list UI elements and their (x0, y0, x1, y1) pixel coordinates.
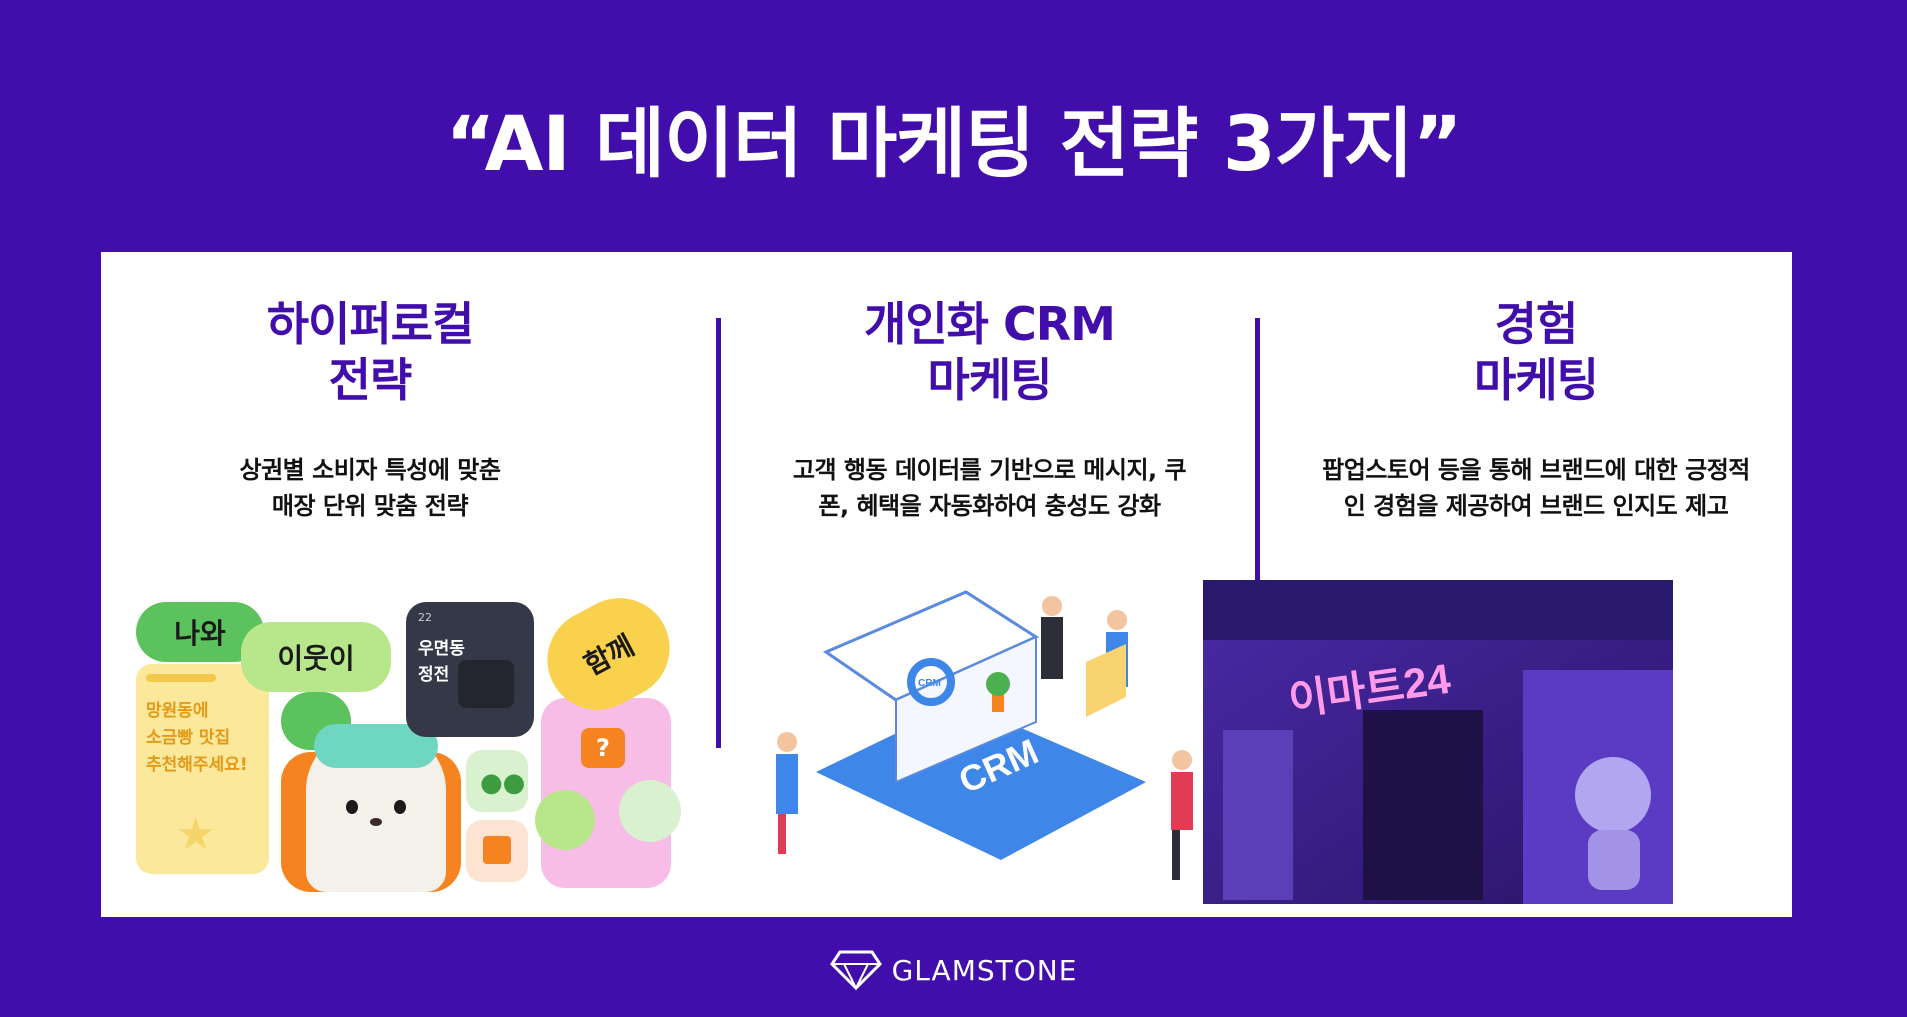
bubble-text: 나와 (174, 617, 226, 650)
green-circle-right (619, 780, 681, 842)
column-description: 고객 행동 데이터를 기반으로 메시지, 쿠 폰, 혜택을 자동화하여 충성도 … (792, 456, 1187, 520)
document-icon (483, 836, 511, 864)
plant-icon (986, 672, 1010, 712)
donut-chart (907, 658, 955, 706)
crm-screen-label: CRM (918, 678, 941, 689)
mascot-statue-head (1575, 757, 1651, 833)
document-tile (466, 820, 528, 882)
green-circle-left (535, 790, 595, 850)
content-panel: 하이퍼로컬 전략 상권별 소비자 특성에 맞춘 매장 단위 맞춤 전략 개인화 … (101, 252, 1792, 917)
column-divider (1255, 318, 1260, 748)
bubble-me: 나와 (136, 602, 264, 662)
community-tile: ●● (466, 750, 528, 812)
mascot-statue-body (1588, 830, 1640, 890)
alert-card-title: 우면동 정전 (418, 639, 465, 685)
person-board (1171, 750, 1193, 880)
shopping-bag-icon: ? (581, 728, 625, 768)
mascot-nose (370, 818, 382, 826)
bubble-text: 함께 (578, 628, 640, 682)
popup-store-photo: 이마트24 (1203, 580, 1673, 904)
footer: GLAMSTONE (0, 950, 1907, 990)
card-header-bar (146, 674, 216, 682)
column-heading: 개인화 CRM 마케팅 (864, 297, 1116, 407)
column-divider (716, 318, 721, 748)
store-entrance (1363, 710, 1483, 900)
alert-card-badge: 22 (418, 611, 432, 624)
star-icon: ★ (176, 809, 216, 860)
column-description: 상권별 소비자 특성에 맞춘 매장 단위 맞춤 전략 (239, 456, 501, 520)
ceiling (1203, 580, 1673, 640)
slide-title: “AI 데이터 마케팅 전략 3가지” (445, 99, 1462, 188)
column-description: 팝업스토어 등을 통해 브랜드에 대한 긍정적 인 경험을 제공하여 브랜드 인… (1322, 456, 1750, 520)
bubble-neighbor: 이웃이 (241, 622, 391, 692)
brand-name: GLAMSTONE (891, 953, 1078, 987)
people-icon: ●● (480, 768, 526, 798)
column-heading: 경험 마케팅 (1474, 297, 1599, 407)
local-post-card: 망원동에 소금빵 맛집 추천해주세요! ★ (136, 664, 269, 874)
column-hyperlocal: 하이퍼로컬 전략 상권별 소비자 특성에 맞춘 매장 단위 맞춤 전략 (101, 296, 639, 524)
alert-card: 22 우면동 정전 (406, 602, 534, 737)
left-shelf (1223, 730, 1293, 900)
column-crm: 개인화 CRM 마케팅 고객 행동 데이터를 기반으로 메시지, 쿠 폰, 혜택… (721, 296, 1258, 524)
local-post-text: 망원동에 소금빵 맛집 추천해주세요! (146, 701, 248, 775)
mascot-eye-left (346, 800, 358, 814)
shopping-card: ? (535, 698, 681, 888)
hyperlocal-illustration: 망원동에 소금빵 맛집 추천해주세요! ★ 나와 이웃이 22 우면동 정전 ●… (136, 580, 688, 892)
diamond-logo-icon (829, 950, 882, 990)
person-laptop (1086, 610, 1128, 717)
column-experience: 경험 마케팅 팝업스토어 등을 통해 브랜드에 대한 긍정적 인 경험을 제공하… (1261, 296, 1811, 524)
crm-illustration: CRM CRM (776, 590, 1193, 880)
megaphone-icon (458, 660, 514, 708)
column-heading: 하이퍼로컬 전략 (266, 297, 475, 407)
mascot-eye-right (394, 800, 406, 814)
person-thinking (776, 732, 798, 854)
bubble-text: 이웃이 (277, 642, 355, 675)
mascot-character (306, 724, 446, 892)
person-standing (1041, 596, 1063, 679)
